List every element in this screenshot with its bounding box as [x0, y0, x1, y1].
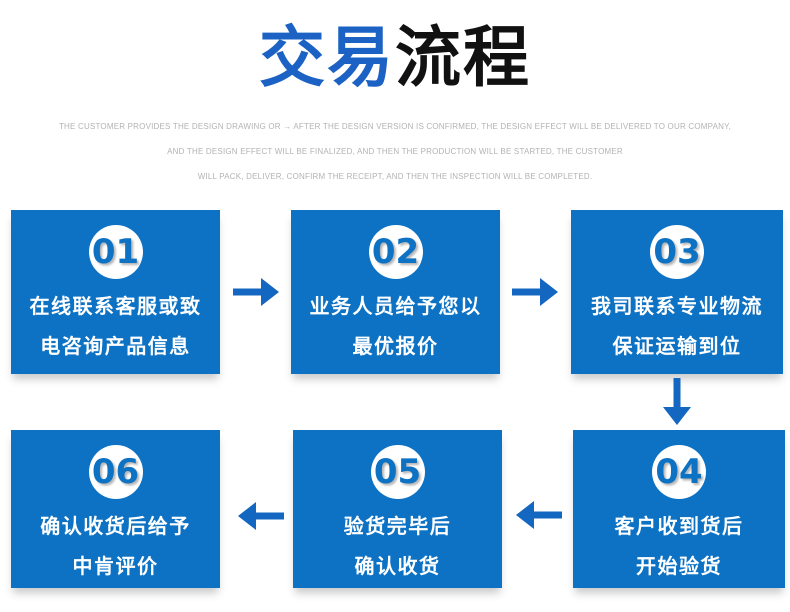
right-arrow-icon — [512, 274, 558, 315]
down-arrow-icon — [659, 378, 695, 430]
page-title: 交易流程 — [0, 16, 790, 100]
step-box-06: 06 确认收货后给予 中肯评价 — [11, 430, 220, 588]
step-number-badge: 04 — [652, 445, 706, 499]
step-number: 03 — [653, 232, 701, 272]
subtitle-line: AND THE DESIGN EFFECT WILL BE FINALIZED,… — [167, 147, 623, 156]
step-box-05: 05 验货完毕后 确认收货 — [293, 430, 502, 588]
subtitle-line: THE CUSTOMER PROVIDES THE DESIGN DRAWING… — [58, 122, 732, 131]
step-number: 04 — [655, 452, 703, 492]
page-title-rest: 流程 — [395, 19, 531, 96]
step-text-line: 中肯评价 — [72, 554, 159, 578]
subtitle-text: THE CUSTOMER PROVIDES THE DESIGN DRAWING… — [0, 114, 790, 189]
step-box-04: 04 客户收到货后 开始验货 — [573, 430, 785, 588]
step-text-line: 确认收货后给予 — [40, 514, 191, 538]
step-number: 01 — [91, 232, 140, 272]
step-text-line: 电咨询产品信息 — [40, 334, 191, 358]
step-text-line: 最优报价 — [352, 334, 439, 358]
step-text-line: 验货完毕后 — [343, 514, 452, 538]
step-box-02: 02 业务人员给予您以 最优报价 — [291, 210, 500, 374]
step-number: 05 — [373, 452, 422, 492]
step-text-line: 开始验货 — [636, 554, 722, 578]
step-number-badge: 06 — [88, 445, 143, 499]
step-number: 02 — [371, 232, 420, 272]
step-text-line: 在线联系客服或致 — [29, 294, 202, 318]
left-arrow-icon — [238, 498, 284, 539]
left-arrow-icon — [516, 497, 562, 538]
subtitle-line: WILL PACK, DELIVER, CONFIRM THE RECEIPT,… — [197, 172, 593, 181]
step-text-line: 保证运输到位 — [612, 334, 742, 358]
step-box-03: 03 我司联系专业物流 保证运输到位 — [571, 210, 783, 374]
right-arrow-icon — [233, 274, 279, 315]
step-box-01: 01 在线联系客服或致 电咨询产品信息 — [11, 210, 220, 374]
step-text-line: 确认收货 — [354, 554, 441, 578]
step-number-badge: 02 — [368, 225, 423, 279]
step-number-badge: 01 — [88, 225, 143, 279]
step-number-badge: 05 — [370, 445, 425, 499]
step-text-line: 我司联系专业物流 — [591, 294, 763, 318]
page-title-highlight: 交易 — [259, 19, 395, 96]
step-number: 06 — [91, 452, 140, 492]
step-text-line: 业务人员给予您以 — [309, 294, 482, 318]
step-number-badge: 03 — [650, 225, 704, 279]
step-text-line: 客户收到货后 — [614, 514, 744, 538]
